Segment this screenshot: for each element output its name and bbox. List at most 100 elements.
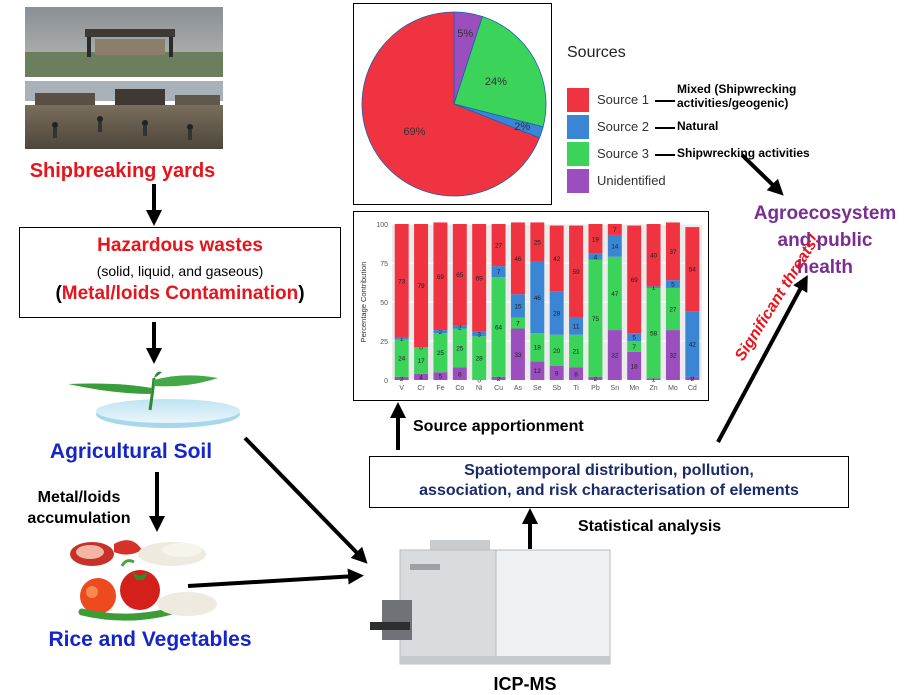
bar-segment <box>588 253 603 260</box>
bar-segment <box>394 339 409 377</box>
bar-segment <box>685 376 700 380</box>
bar-value-label: 47 <box>611 291 619 298</box>
bar-value-label: 73 <box>398 278 406 285</box>
bar-segment <box>569 317 584 335</box>
bar-value-label: 32 <box>669 353 677 360</box>
legend-description: Shipwrecking activities <box>677 146 810 160</box>
bar-value-label: 54 <box>689 267 697 274</box>
source-apportionment-text: Source apportionment <box>413 418 584 435</box>
bar-segment <box>665 280 680 288</box>
legend-swatch <box>567 169 589 193</box>
accumulation-line2: accumulation <box>27 510 131 527</box>
bar-segment <box>452 367 467 380</box>
x-tick-label: Pb <box>591 385 600 392</box>
bar-segment <box>685 227 700 312</box>
pie-chart-frame: 69% 5% 24% 2% <box>353 3 552 205</box>
bar-segment <box>549 225 564 292</box>
pie-label-source-2: 2% <box>514 121 530 133</box>
agro-line1: Agroecosystem <box>753 203 897 224</box>
paren-open: ( <box>55 283 62 304</box>
bar-segment <box>607 256 622 331</box>
bar-value-label: 7 <box>632 344 636 351</box>
bar-segment <box>452 328 467 368</box>
legend-connector <box>655 154 675 156</box>
bar-value-label: 46 <box>534 295 542 302</box>
bar-value-label: 4 <box>419 374 423 381</box>
bar-value-label: 7 <box>613 227 617 234</box>
legend-title: Sources <box>567 44 626 61</box>
bar-value-label: 5 <box>671 282 675 289</box>
bar-segment <box>627 333 642 341</box>
bar-segment <box>530 261 545 334</box>
bar-value-label: 2 <box>497 376 501 383</box>
bar-segment <box>530 361 545 380</box>
bar-segment <box>627 225 642 334</box>
bar-value-label: 0 <box>419 345 423 352</box>
bar-segment <box>472 224 487 332</box>
pie-label-source-1: 69% <box>403 126 425 138</box>
bar-segment <box>627 341 642 352</box>
bar-segment <box>433 372 448 380</box>
bar-segment <box>510 222 525 295</box>
legend-swatch <box>567 115 589 139</box>
y-tick-label: 100 <box>376 222 388 229</box>
bar-value-label: 8 <box>574 371 578 378</box>
bar-segment <box>549 365 564 380</box>
bar-segment <box>452 325 467 329</box>
bar-segment <box>646 287 661 379</box>
agricultural-soil-label: Agricultural Soil <box>16 440 246 464</box>
bar-segment <box>510 328 525 380</box>
legend-label: Source 3 <box>597 146 650 161</box>
accumulation-line1: Metal/loids <box>37 489 121 506</box>
source-apportionment-label: Source apportionment <box>413 418 584 436</box>
bar-segment <box>685 311 700 377</box>
bar-value-label: 25 <box>437 350 445 357</box>
bar-segment <box>665 330 680 380</box>
bar-segment <box>433 222 448 331</box>
bar-value-label: 42 <box>553 256 561 263</box>
x-tick-label: Ni <box>476 385 483 392</box>
bar-value-label: 75 <box>592 316 600 323</box>
bar-segment <box>588 259 603 377</box>
bar-segment <box>491 277 506 377</box>
legend-item: Unidentified <box>567 169 857 193</box>
arrow-legend-to-agroecosystem <box>740 153 784 196</box>
hazardous-wastes-box: Hazardous wastes (solid, liquid, and gas… <box>19 227 341 318</box>
bar-value-label: 14 <box>611 243 619 250</box>
bar-value-label: 17 <box>417 358 425 365</box>
bar-segment <box>394 376 409 380</box>
spatiotemporal-box: Spatiotemporal distribution, pollution, … <box>369 456 849 508</box>
pie-label-source-3: 24% <box>485 76 507 88</box>
bar-segment <box>414 347 429 374</box>
x-tick-label: Cr <box>417 385 425 392</box>
x-tick-label: Cu <box>494 385 503 392</box>
bar-segment <box>452 224 467 326</box>
shipbreaking-photo <box>25 7 223 149</box>
bar-value-label: 15 <box>514 303 522 310</box>
bar-value-label: 25 <box>456 346 464 353</box>
x-tick-label: Fe <box>436 385 444 392</box>
y-tick-label: 0 <box>384 378 388 385</box>
bar-segment <box>491 266 506 278</box>
icpms-instrument <box>370 540 616 668</box>
bar-value-label: 59 <box>572 269 580 276</box>
pie-label-unidentified: 5% <box>457 28 473 40</box>
bar-value-label: 27 <box>495 243 503 250</box>
bar-value-label: 0 <box>691 374 695 381</box>
bar-value-label: 28 <box>476 356 484 363</box>
bar-value-label: 20 <box>553 348 561 355</box>
legend-label: Source 1 <box>597 92 650 107</box>
spatiotemporal-line2: association, and risk characterisation o… <box>419 482 799 499</box>
bar-segment <box>472 331 487 337</box>
bar-segment <box>646 286 661 288</box>
x-tick-label: Sb <box>552 385 561 392</box>
bar-segment <box>414 373 429 380</box>
agro-line2: and public <box>777 230 873 251</box>
bar-value-label: 3 <box>477 331 481 338</box>
bar-value-label: 69 <box>476 275 484 282</box>
x-tick-label: Se <box>533 385 542 392</box>
y-tick-label: 75 <box>380 261 388 268</box>
